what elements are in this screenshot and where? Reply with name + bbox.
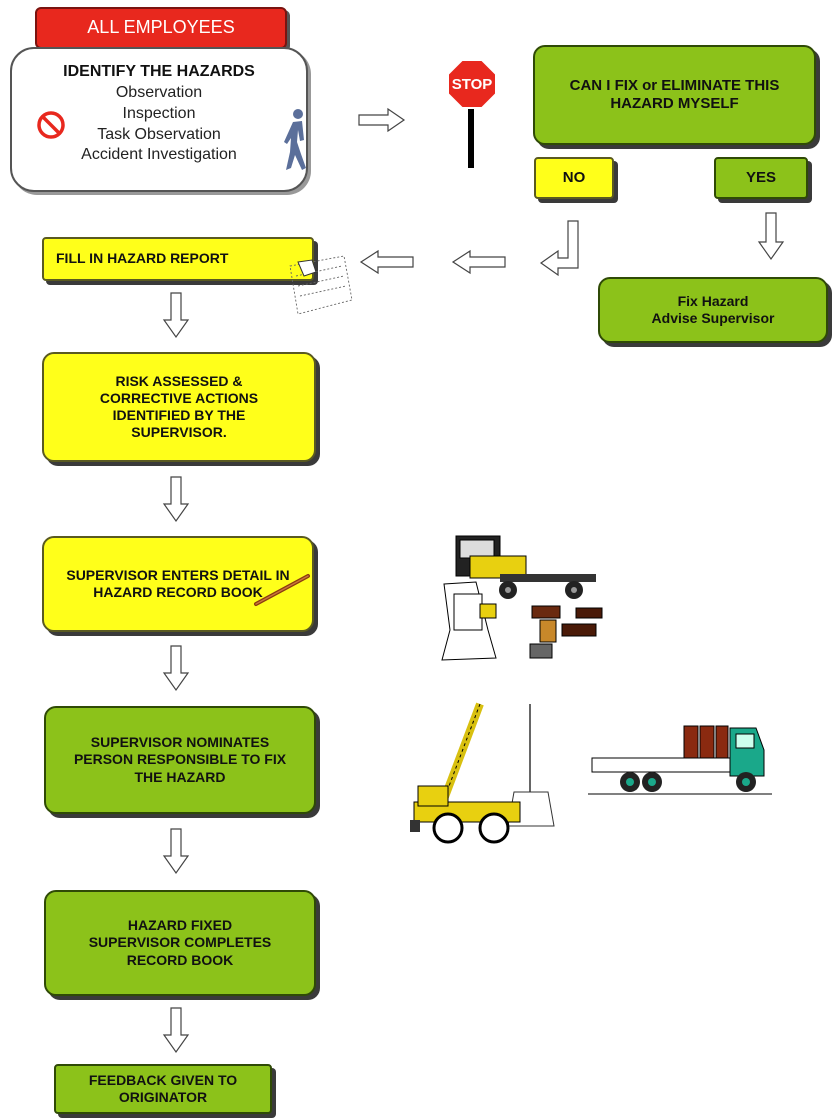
fix-hazard-line1: Fix Hazard	[677, 292, 749, 309]
step-text: FILL IN HAZARD REPORT	[56, 250, 229, 267]
identify-item: Task Observation	[97, 125, 221, 143]
arrow-down-icon	[162, 476, 190, 523]
all-employees-label: ALL EMPLOYEES	[87, 17, 235, 38]
identify-item: Observation	[115, 84, 203, 101]
all-employees-banner: ALL EMPLOYEES	[35, 7, 287, 49]
supervisor-nominates-box: SUPERVISOR NOMINATES PERSON RESPONSIBLE …	[44, 706, 316, 814]
identify-items: Observation Inspection Task Observation …	[10, 83, 308, 166]
arrow-left-icon	[359, 249, 414, 275]
fix-hazard-line2: Advise Supervisor	[651, 310, 775, 326]
step-text: FEEDBACK GIVEN TO ORIGINATOR	[88, 1071, 238, 1105]
truck-worker-clipart	[441, 535, 603, 661]
question-text: CAN I FIX or ELIMINATE THIS HAZARD MYSEL…	[569, 76, 780, 112]
walking-person-icon	[284, 109, 306, 170]
question-box: CAN I FIX or ELIMINATE THIS HAZARD MYSEL…	[533, 45, 816, 145]
yes-box: YES	[714, 157, 808, 199]
no-box: NO	[534, 157, 614, 199]
arrow-left-icon	[451, 249, 506, 275]
fill-hazard-report-box: FILL IN HAZARD REPORT	[42, 237, 314, 281]
no-label: NO	[562, 168, 586, 186]
paper-report-icon	[289, 255, 353, 315]
no-entry-icon	[37, 111, 65, 139]
arrow-down-icon	[162, 292, 190, 339]
crane-truck-clipart	[410, 702, 555, 844]
fix-hazard-box: Fix Hazard Advise Supervisor	[598, 277, 828, 343]
flatbed-truck-clipart	[588, 725, 772, 795]
arrow-down-icon	[757, 212, 785, 261]
step-text: SUPERVISOR NOMINATES PERSON RESPONSIBLE …	[73, 734, 287, 785]
pen-icon	[254, 574, 310, 606]
arrow-down-icon	[162, 1007, 190, 1054]
identify-item: Accident Investigation	[81, 146, 237, 164]
hazard-fixed-box: HAZARD FIXED SUPERVISOR COMPLETES RECORD…	[44, 890, 316, 996]
identify-hazards-title: IDENTIFY THE HAZARDS	[63, 63, 255, 80]
stop-sign-icon: STOP	[447, 59, 497, 168]
step-text: SUPERVISOR ENTERS DETAIL IN HAZARD RECOR…	[66, 566, 290, 600]
step-text: HAZARD FIXED SUPERVISOR COMPLETES RECORD…	[88, 917, 272, 968]
identify-item: Inspection	[122, 104, 196, 122]
yes-label: YES	[745, 168, 776, 186]
step-text: RISK ASSESSED & CORRECTIVE ACTIONS IDENT…	[99, 372, 259, 441]
identify-hazards-box	[10, 47, 308, 192]
stop-sign-text: STOP	[452, 76, 493, 93]
arrow-down-icon	[162, 828, 190, 875]
arrow-bent-left-icon	[539, 220, 579, 277]
supervisor-enters-box: SUPERVISOR ENTERS DETAIL IN HAZARD RECOR…	[42, 536, 314, 632]
arrow-right-icon	[358, 107, 406, 133]
risk-assessed-box: RISK ASSESSED & CORRECTIVE ACTIONS IDENT…	[42, 352, 316, 462]
feedback-box: FEEDBACK GIVEN TO ORIGINATOR	[54, 1064, 272, 1114]
arrow-down-icon	[162, 645, 190, 692]
